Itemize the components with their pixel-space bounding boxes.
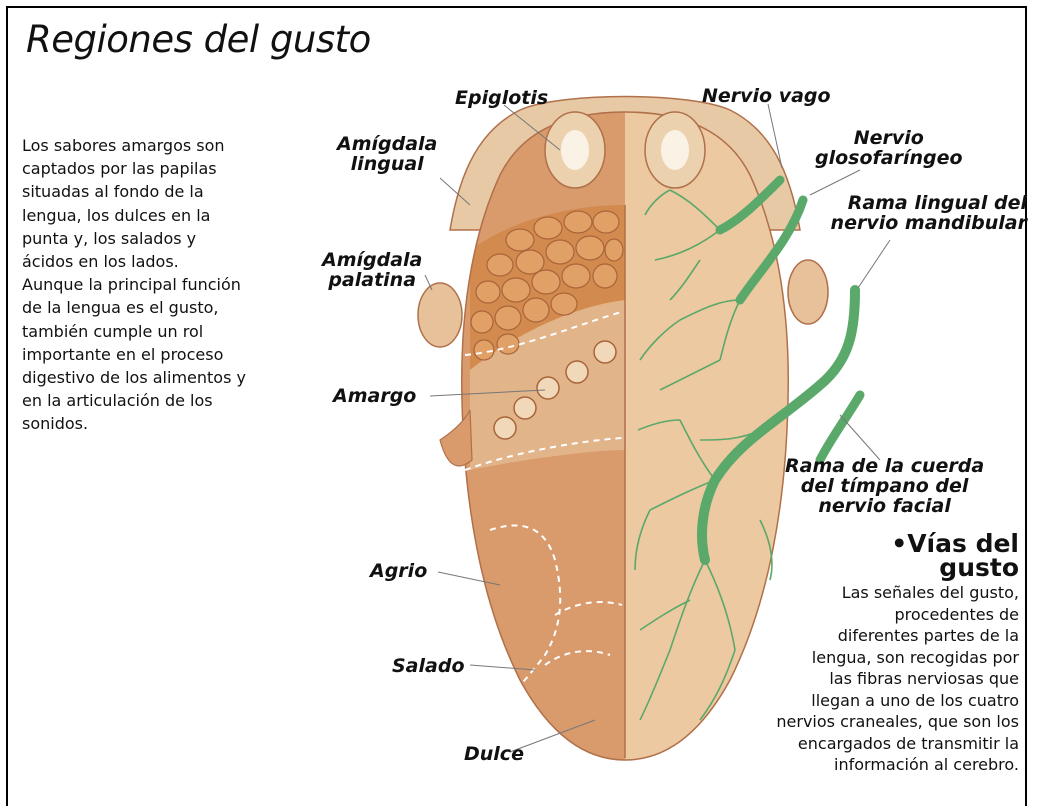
label-nervio-vago: Nervio vago xyxy=(702,86,831,106)
vias-del-gusto-title: •Vías del gusto xyxy=(891,532,1019,580)
label-dulce: Dulce xyxy=(464,744,524,764)
vias-del-gusto-text: Las señales del gusto, procedentes de di… xyxy=(776,582,1019,776)
label-salado: Salado xyxy=(392,656,465,676)
label-amargo: Amargo xyxy=(333,386,416,406)
label-nervio-glosofaringeo: Nervio glosofaríngeo xyxy=(815,128,963,168)
label-epiglotis: Epiglotis xyxy=(455,88,548,108)
label-agrio: Agrio xyxy=(370,561,427,581)
throat-wisp xyxy=(440,410,472,466)
label-rama-lingual: Rama lingual del nervio mandibular xyxy=(831,193,1027,233)
label-rama-cuerda-timpano: Rama de la cuerda del tímpano del nervio… xyxy=(785,456,984,516)
palatine-tonsil-left xyxy=(418,283,462,347)
label-amigdala-lingual: Amígdala lingual xyxy=(337,134,437,174)
label-amigdala-palatina: Amígdala palatina xyxy=(322,250,422,290)
palatine-tonsil-right xyxy=(788,260,828,324)
